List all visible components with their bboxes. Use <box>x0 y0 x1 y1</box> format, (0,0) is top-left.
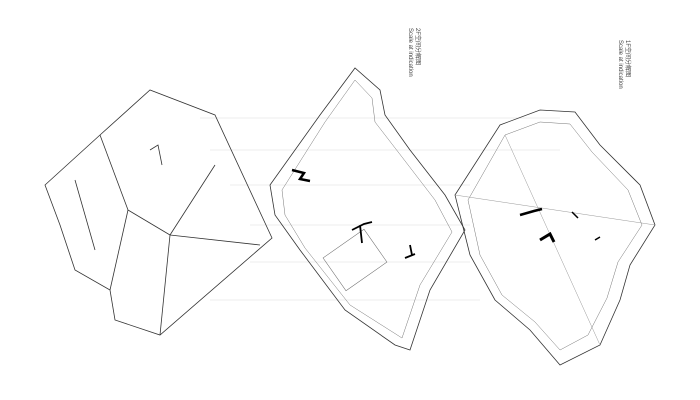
floor-1-scale: Scale at indication <box>617 40 623 89</box>
floor-1-layer <box>454 109 656 366</box>
guide-lines <box>200 117 560 301</box>
floor-2-layer <box>269 67 466 351</box>
floor-1-title: 1F空间分解图 <box>624 40 630 78</box>
floor-1-label: 1F空间分解图 Scale at indication <box>616 40 630 89</box>
floor-2-title: 2F空间分解图 <box>414 28 420 66</box>
floor-2-label: 2F空间分解图 Scale at indication <box>406 28 420 77</box>
floor-2-scale: Scale at indication <box>407 28 413 77</box>
roof-layer <box>44 89 273 336</box>
